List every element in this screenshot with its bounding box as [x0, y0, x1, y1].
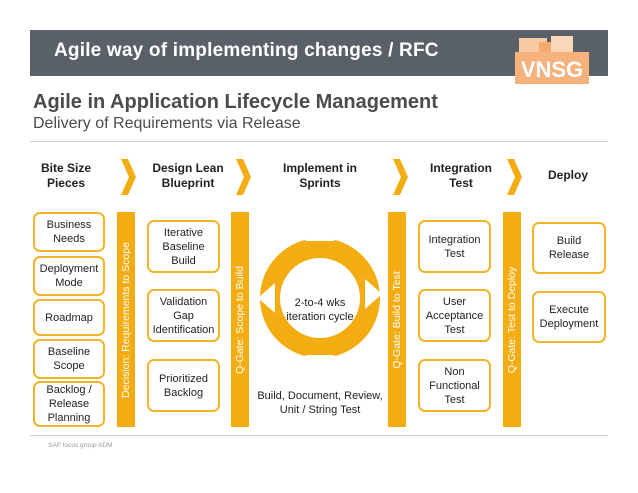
heading-implement: Implement in Sprints	[282, 161, 357, 190]
iteration-cycle-ring	[258, 236, 382, 360]
item-iterative-baseline-build: Iterative Baseline Build	[147, 220, 220, 273]
chevron-arrow-icon	[393, 159, 408, 195]
heading-bite-size: Bite Size Pieces	[40, 161, 91, 190]
item-user-acceptance-test: User Acceptance Test	[418, 289, 491, 342]
item-execute-deployment: Execute Deployment	[532, 291, 606, 343]
slide-title: Agile in Application Lifecycle Managemen…	[33, 91, 438, 113]
item-prioritized-backlog: Prioritized Backlog	[147, 359, 220, 412]
title-bar	[30, 30, 608, 76]
gate-decision: Decision: Requirements to Scope	[117, 212, 135, 427]
item-integration-test: Integration Test	[418, 220, 491, 273]
item-build-release: Build Release	[532, 222, 606, 274]
heading-integration: Integration Test	[430, 161, 492, 190]
chevron-arrow-icon	[236, 159, 251, 195]
footer-note: SAP focus group ADM	[48, 442, 113, 449]
divider-bottom	[30, 435, 608, 436]
slide-subtitle: Delivery of Requirements via Release	[33, 115, 301, 132]
sprint-caption: Build, Document, Review, Unit / String T…	[257, 390, 383, 416]
cycle-label: 2-to-4 wks iteration cycle	[286, 297, 354, 323]
divider-top	[30, 141, 608, 142]
logo-text: VNSG	[521, 57, 583, 82]
cycle-arrow-icon	[305, 236, 335, 241]
vnsg-logo: VNSG	[505, 36, 593, 84]
heading-deploy: Deploy	[547, 168, 588, 182]
item-baseline-scope: Baseline Scope	[33, 339, 105, 379]
header-title: Agile way of implementing changes / RFC	[54, 40, 439, 61]
item-backlog-release-planning: Backlog / Release Planning	[33, 381, 105, 427]
item-roadmap: Roadmap	[33, 299, 105, 336]
gate-label: Q-Gate: Scope to Build	[234, 265, 246, 374]
cycle-arrow-icon	[258, 283, 275, 313]
gate-build-to-test: Q-Gate: Build to Test	[388, 212, 406, 427]
gate-scope-to-build: Q-Gate: Scope to Build	[231, 212, 249, 427]
gate-label: Decision: Requirements to Scope	[120, 241, 132, 398]
cycle-arrow-icon	[305, 355, 335, 360]
chevron-arrow-icon	[121, 159, 136, 195]
item-validation-gap: Validation Gap Identification	[147, 289, 220, 342]
cycle-arrow-icon	[365, 279, 382, 309]
item-deployment-mode: Deployment Mode	[33, 256, 105, 296]
item-business-needs: Business Needs	[33, 212, 105, 252]
chevron-arrow-icon	[507, 159, 522, 195]
heading-design: Design Lean Blueprint	[152, 161, 224, 190]
item-non-functional-test: Non Functional Test	[418, 359, 491, 412]
gate-label: Q-Gate: Test to Deploy	[506, 266, 518, 373]
gate-test-to-deploy: Q-Gate: Test to Deploy	[503, 212, 521, 427]
gate-label: Q-Gate: Build to Test	[391, 270, 403, 369]
